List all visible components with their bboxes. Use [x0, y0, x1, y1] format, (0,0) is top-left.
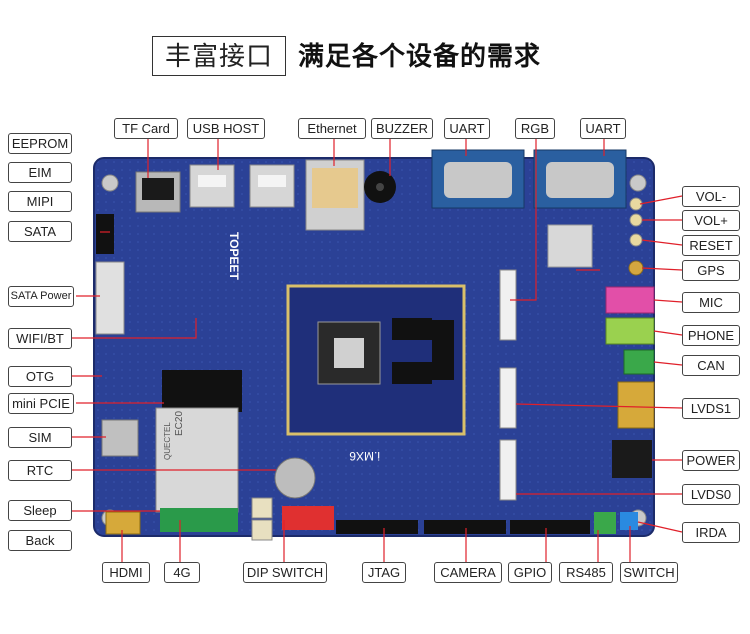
label-reset: RESET: [682, 235, 740, 256]
label-dip-switch: DIP SWITCH: [243, 562, 327, 583]
label-switch: SWITCH: [620, 562, 678, 583]
module-marking: EC20: [174, 411, 185, 436]
label-uart-2: UART: [580, 118, 626, 139]
label-wifi-bt: WIFI/BT: [8, 328, 72, 349]
label-buzzer: BUZZER: [371, 118, 433, 139]
board-brand: TOPEET: [227, 232, 241, 280]
label-vol-minus: VOL-: [682, 186, 740, 207]
label-jtag: JTAG: [362, 562, 406, 583]
label-eim: EIM: [8, 162, 72, 183]
label-sata: SATA: [8, 221, 72, 242]
boxed-title: 丰富接口: [152, 36, 286, 76]
label-rgb: RGB: [515, 118, 555, 139]
label-mipi: MIPI: [8, 191, 72, 212]
label-gpio: GPIO: [508, 562, 552, 583]
label-sleep: Sleep: [8, 500, 72, 521]
label-lvds0: LVDS0: [682, 484, 740, 505]
label-tf-card: TF Card: [114, 118, 178, 139]
label-4g: 4G: [164, 562, 200, 583]
label-usb-host: USB HOST: [187, 118, 265, 139]
label-rs485: RS485: [559, 562, 613, 583]
label-rtc: RTC: [8, 460, 72, 481]
chip-brand: QUECTEL: [163, 422, 172, 460]
page-title: 满足各个设备的需求: [298, 41, 542, 71]
label-can: CAN: [682, 355, 740, 376]
label-hdmi: HDMI: [102, 562, 150, 583]
label-power: POWER: [682, 450, 740, 471]
4g-module: [155, 407, 239, 513]
label-vol-plus: VOL+: [682, 210, 740, 231]
label-mini-pcie: mini PCIE: [8, 393, 74, 414]
label-otg: OTG: [8, 366, 72, 387]
label-uart-1: UART: [444, 118, 490, 139]
label-ethernet: Ethernet: [298, 118, 366, 139]
label-mic: MIC: [682, 292, 740, 313]
label-sata-power: SATA Power: [8, 286, 74, 307]
label-back: Back: [8, 530, 72, 551]
label-eeprom: EEPROM: [8, 133, 72, 154]
label-sim: SIM: [8, 427, 72, 448]
label-phone: PHONE: [682, 325, 740, 346]
label-camera: CAMERA: [434, 562, 502, 583]
soc-marking: i.MX6: [349, 449, 380, 463]
label-gps: GPS: [682, 260, 740, 281]
label-lvds1: LVDS1: [682, 398, 740, 419]
label-irda: IRDA: [682, 522, 740, 543]
